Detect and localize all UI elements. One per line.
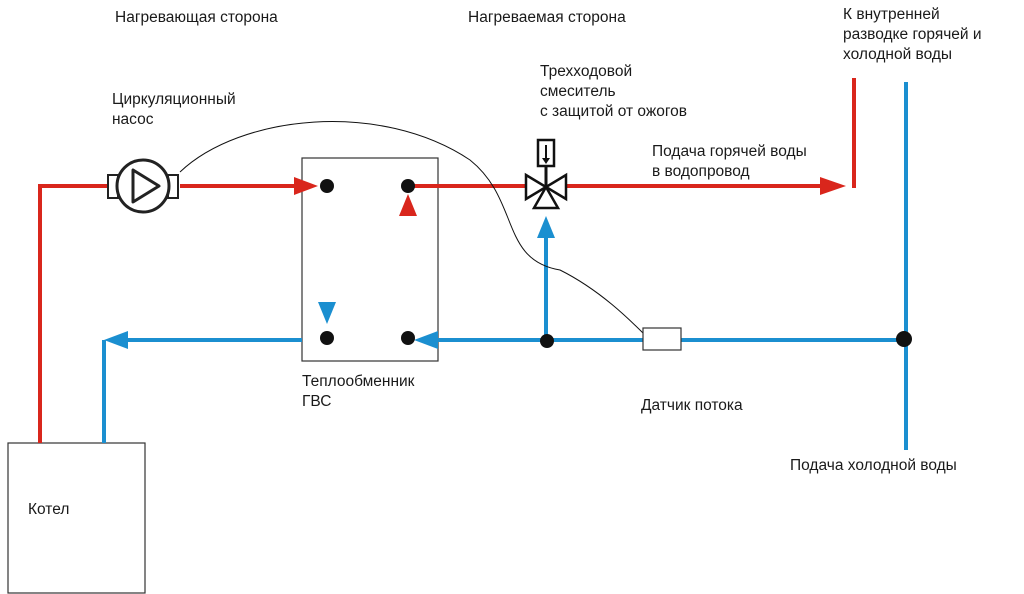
hot-inlet-arrow — [294, 177, 318, 195]
internal-distribution-label-line1: К внутренней — [843, 6, 940, 23]
hot-supply-label-line2: в водопровод — [652, 163, 750, 180]
internal-distribution-label-line3: холодной воды — [843, 46, 953, 63]
junction-node — [896, 331, 912, 347]
heat-exchanger-label-line1: Теплообменник — [302, 373, 415, 390]
boiler-label: Котел — [28, 501, 70, 518]
heat-exchanger-label-line2: ГВС — [302, 393, 332, 410]
flow-sensor-box — [642, 327, 682, 351]
cold-to-exchanger-arrow — [414, 331, 438, 349]
junction-node — [320, 179, 334, 193]
control-wire — [179, 121, 646, 336]
mixer-label-line3: с защитой от ожогов — [540, 103, 687, 120]
exchanger-down-arrow — [318, 302, 336, 324]
cold-supply-label: Подача холодной воды — [790, 457, 957, 474]
mixer-label-line2: смеситель — [540, 83, 616, 100]
heat-exchanger-box — [301, 157, 439, 362]
boiler-return-arrow — [104, 331, 128, 349]
junction-node — [401, 331, 415, 345]
pump-label-line1: Циркуляционный — [112, 91, 236, 108]
junction-node — [320, 331, 334, 345]
boiler-hot-supply-pipe — [38, 184, 112, 443]
cold-to-mixer-arrow — [537, 216, 555, 238]
hot-supply-label-line1: Подача горячей воды — [652, 143, 807, 160]
heated-side-label: Нагреваемая сторона — [468, 9, 626, 26]
boiler-box — [7, 442, 146, 594]
exchanger-up-arrow — [399, 194, 417, 216]
pump-label-line2: насос — [112, 111, 154, 128]
junction-node — [540, 334, 554, 348]
heating-side-label: Нагревающая сторона — [115, 9, 278, 26]
three-way-mixer-icon — [524, 138, 568, 210]
junction-node — [401, 179, 415, 193]
mixer-label-line1: Трехходовой — [540, 63, 633, 80]
internal-distribution-label-line2: разводке горячей и — [843, 26, 982, 43]
hot-supply-arrow — [820, 177, 846, 195]
circulation-pump-icon — [107, 158, 179, 214]
flow-sensor-label: Датчик потока — [641, 397, 743, 414]
